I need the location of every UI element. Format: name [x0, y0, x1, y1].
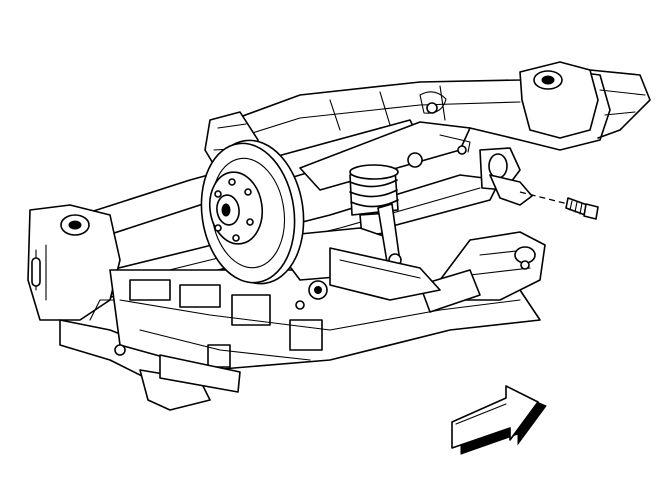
upper-link-bushing [407, 147, 533, 206]
fastener-details [114, 134, 530, 356]
lower-control-arm-right [419, 231, 546, 313]
knuckle-and-trailing-arm [204, 111, 441, 301]
mounting-bolt [519, 191, 599, 220]
body-mount-bracket-right [519, 61, 651, 139]
wheel-hub [208, 171, 264, 245]
front-direction-arrow [451, 385, 547, 455]
